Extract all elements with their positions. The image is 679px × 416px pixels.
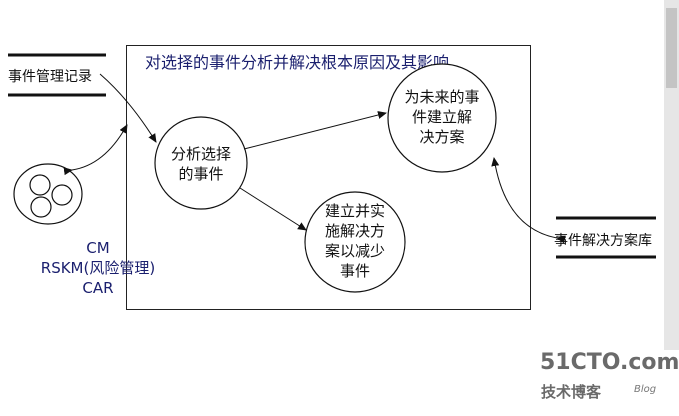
watermark-subtitle: 技术博客	[541, 383, 602, 401]
arrow-analyze-to-reduce	[239, 187, 307, 231]
scrollbar-thumb[interactable]	[666, 8, 677, 88]
node-future-label: 为未来的事 件建立解 决方案	[404, 88, 480, 146]
process-area-labels: CM RSKM(风险管理) CAR	[40, 239, 156, 297]
watermark-blog: Blog	[634, 384, 657, 395]
node-reduce-label: 建立并实 施解决方 案以减少 事件	[324, 202, 385, 280]
cluster-circle-1	[29, 174, 51, 196]
cluster-circle-2	[51, 184, 73, 206]
node-reduce-circle	[304, 191, 406, 293]
node-analyze-circle	[154, 116, 248, 210]
arrow-store-future	[491, 157, 566, 244]
node-future-circle	[387, 63, 497, 173]
solution-store-label: 事件解决方案库	[554, 233, 652, 249]
arrow-record-to-analyze	[99, 73, 157, 143]
incident-record-label: 事件管理记录	[8, 69, 92, 85]
arrow-cluster-box	[63, 124, 128, 176]
vertical-scrollbar[interactable]	[664, 0, 679, 350]
process-title: 对选择的事件分析并解决根本原因及其影响	[145, 53, 450, 72]
arrow-analyze-to-future	[243, 111, 387, 150]
node-analyze-label: 分析选择 的事件	[170, 145, 231, 183]
watermark-logo: 51CTO.com	[540, 350, 679, 375]
cluster-circle-3	[30, 196, 52, 218]
